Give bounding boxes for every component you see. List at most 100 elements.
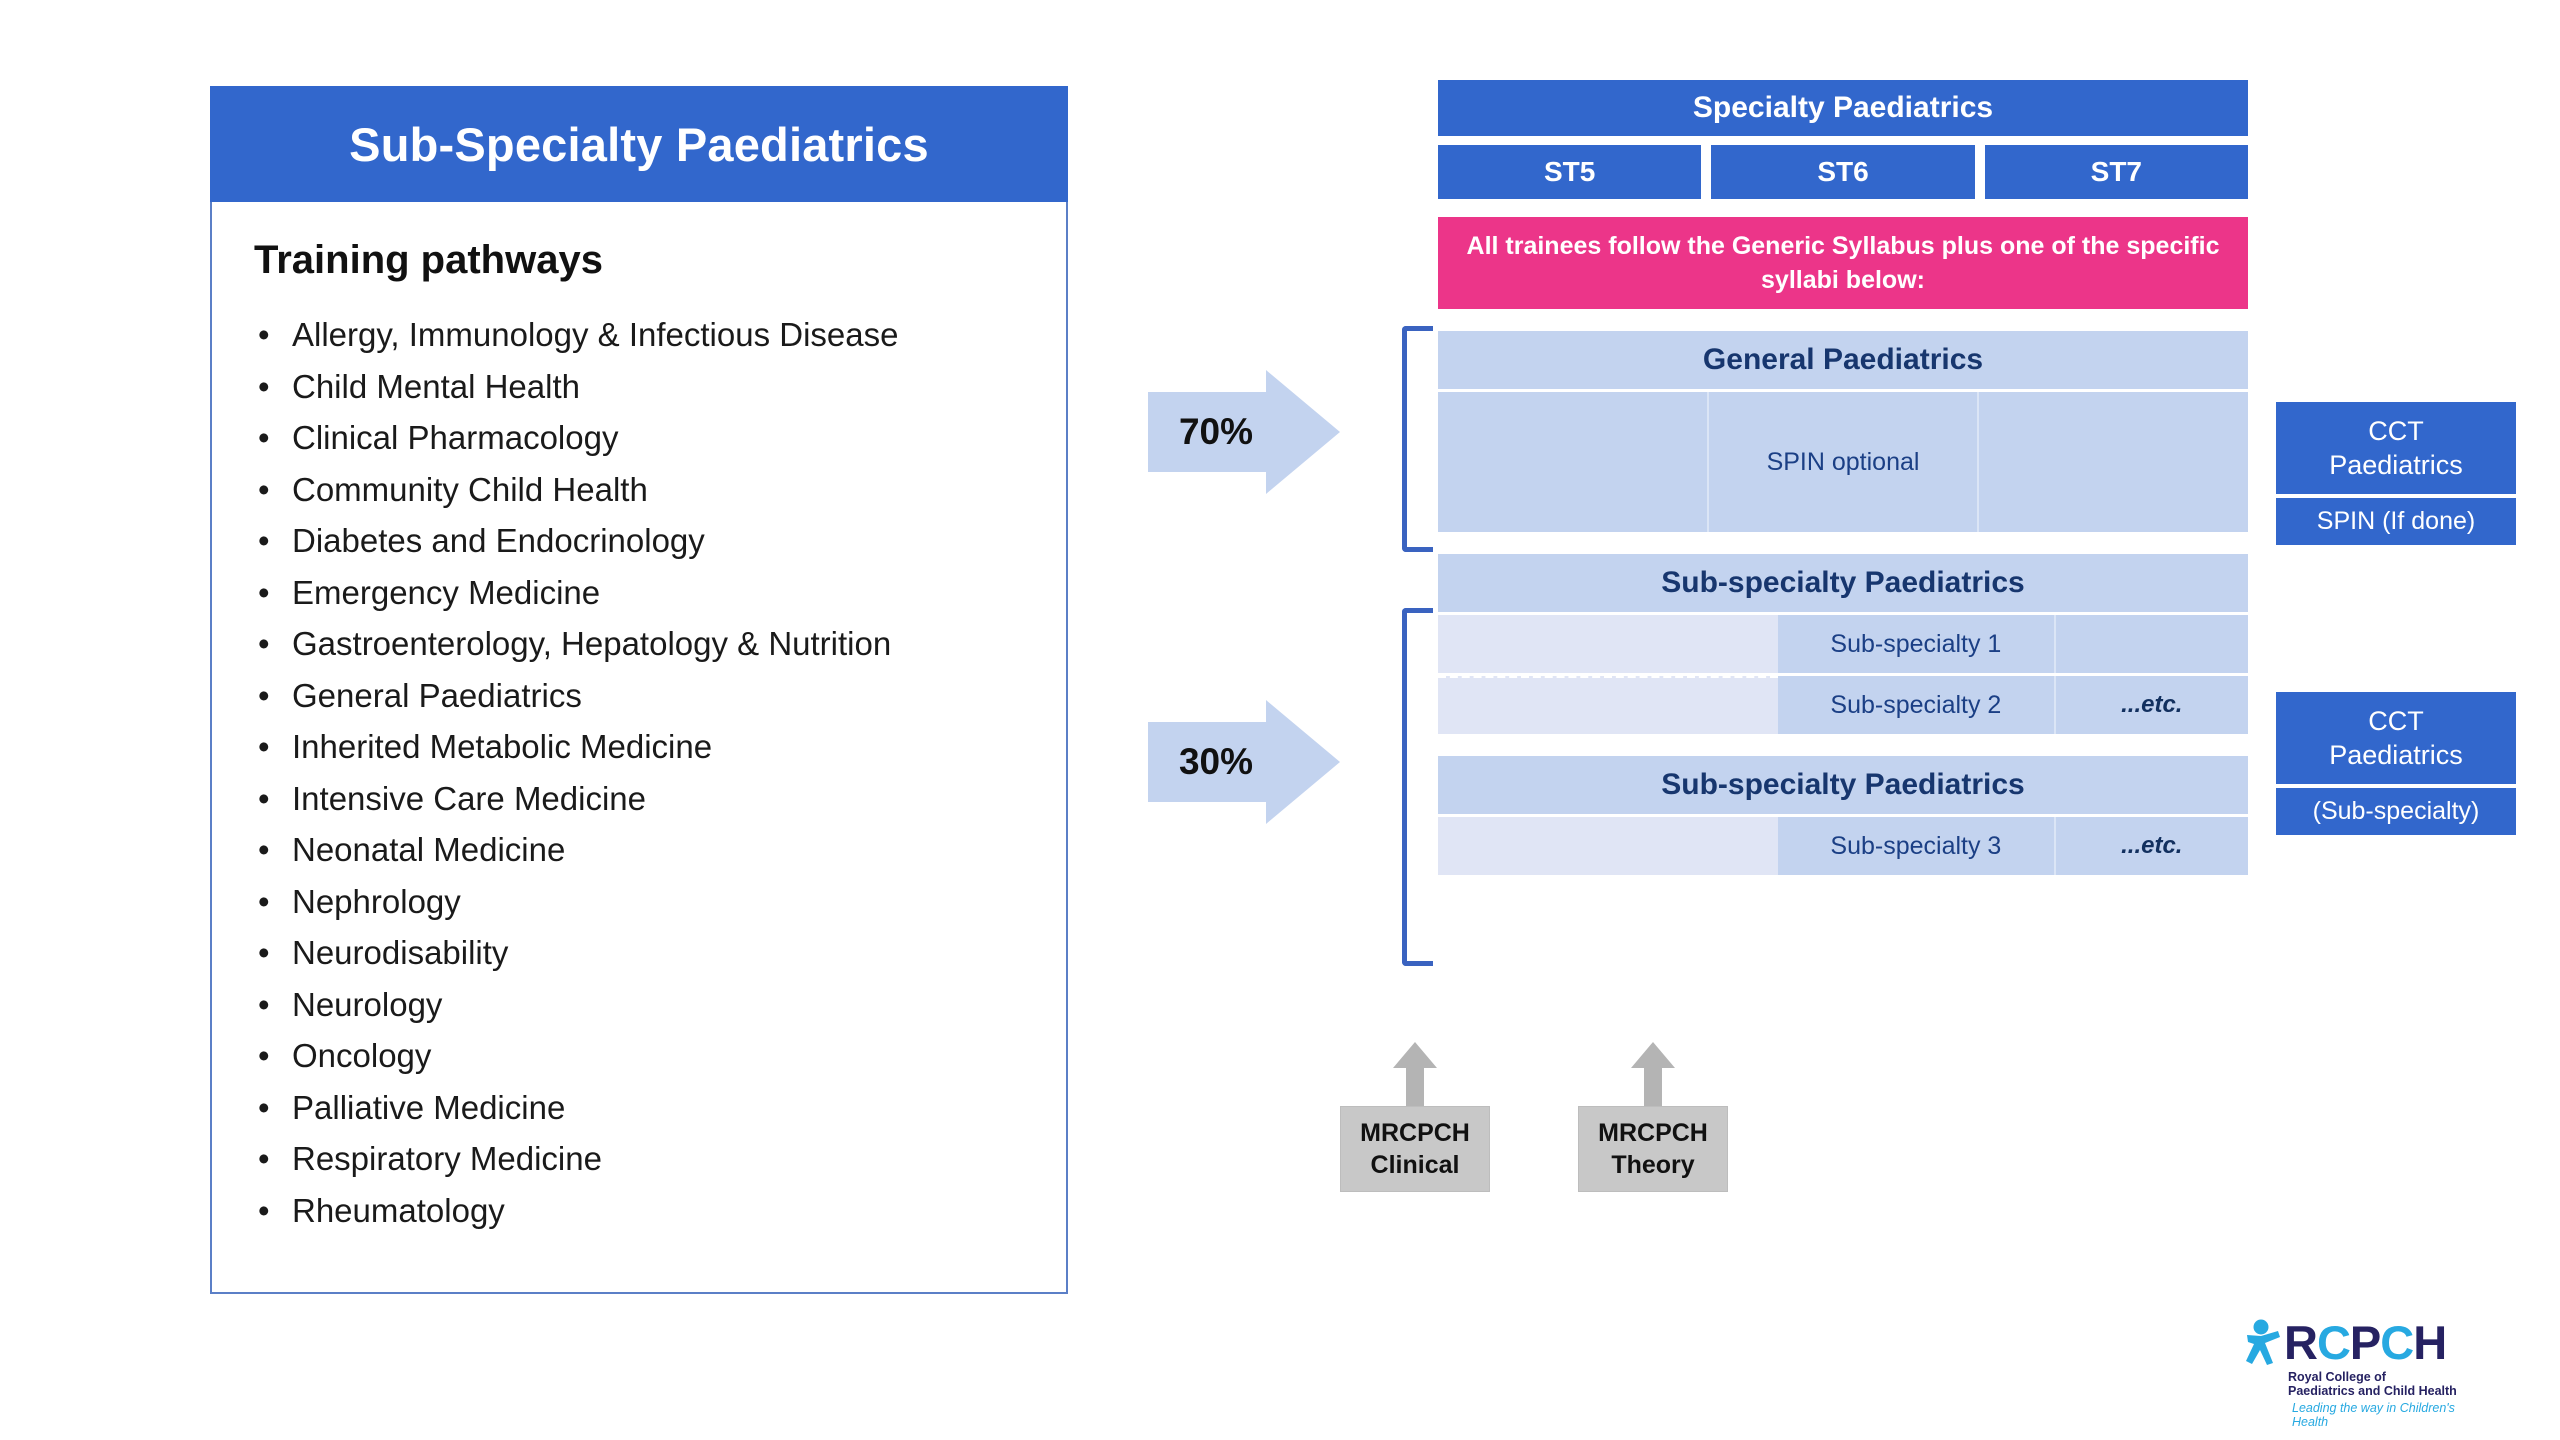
gp-col-left xyxy=(1438,392,1707,532)
bracket-30-percent xyxy=(1402,608,1433,966)
ss2-col-left xyxy=(1438,676,1779,734)
mrcpch-theory-marker: MRCPCH Theory xyxy=(1578,1042,1728,1192)
gp-col-right xyxy=(1979,392,2248,532)
list-item: •Community Child Health xyxy=(248,464,1026,516)
list-item: •Rheumatology xyxy=(248,1185,1026,1237)
list-item: • Neonatal Medicine xyxy=(248,824,1026,876)
subspecialty-paediatrics-header-1: Sub-specialty Paediatrics xyxy=(1438,554,2248,612)
bullet-icon: • xyxy=(258,728,270,765)
spin-if-done-box: SPIN (If done) xyxy=(2276,498,2516,545)
general-paediatrics-header: General Paediatrics xyxy=(1438,331,2248,389)
stage-st7: ST7 xyxy=(1984,145,2248,199)
pathway-label: Neurodisability xyxy=(292,934,509,971)
pathway-label: Emergency Medicine xyxy=(292,573,601,611)
ss2-etc: ...etc. xyxy=(2053,676,2248,734)
pathway-label: General Paediatrics xyxy=(292,676,582,714)
specialty-paediatrics-header: Specialty Paediatrics xyxy=(1438,80,2248,136)
training-pathways-list: • Allergy, Immunology & Infectious Diseas… xyxy=(248,309,1026,1236)
pathway-label: Neonatal Medicine xyxy=(292,831,566,868)
arrow-up-icon xyxy=(1578,1042,1728,1106)
subspecialty-row-2: Sub-specialty 2 ...etc. xyxy=(1438,674,2248,734)
bullet-icon: • xyxy=(258,316,270,353)
list-item: • Child Mental Health xyxy=(248,361,1026,413)
spacer xyxy=(1438,532,2248,554)
bullet-icon: • xyxy=(258,831,270,868)
cct-paediatrics-box-1: CCT Paediatrics xyxy=(2276,402,2516,494)
training-pathways-heading: Training pathways xyxy=(254,238,603,282)
ss3-col-left xyxy=(1438,817,1779,875)
list-item: •Palliative Medicine xyxy=(248,1082,1026,1134)
ss1-label: Sub-specialty 1 xyxy=(1778,615,2054,673)
subspecialty-row-1: Sub-specialty 1 xyxy=(1438,615,2248,673)
percentage-arrow-70: 70% xyxy=(1148,370,1340,494)
bullet-icon: • xyxy=(258,676,270,714)
mrcpch-clinical-marker: MRCPCH Clinical xyxy=(1340,1042,1490,1192)
bullet-icon: • xyxy=(258,470,270,508)
pathway-label: Gastroenterology, Hepatology & Nutrition xyxy=(292,625,892,662)
bullet-icon: • xyxy=(258,934,270,971)
rcpch-logo: R C P C H Royal College of Paediatrics a… xyxy=(2244,1318,2494,1429)
pathway-label: Child Mental Health xyxy=(292,367,580,405)
logo-name-line-1: Royal College of xyxy=(2288,1370,2386,1384)
bullet-icon: • xyxy=(258,779,270,817)
pathway-label: Diabetes and Endocrinology xyxy=(292,522,705,559)
list-item: • Clinical Pharmacology xyxy=(248,412,1026,464)
logo-letter-h: H xyxy=(2413,1315,2447,1369)
logo-letter-c1: C xyxy=(2316,1315,2351,1369)
bullet-icon: • xyxy=(258,1191,270,1229)
bullet-icon: • xyxy=(258,522,270,559)
list-item: • Allergy, Immunology & Infectious Diseas… xyxy=(248,309,1026,361)
cct-line-1: CCT xyxy=(2368,416,2424,446)
sub-specialty-note-box: (Sub-specialty) xyxy=(2276,788,2516,835)
ss3-label: Sub-specialty 3 xyxy=(1778,817,2054,875)
generic-syllabus-notice: All trainees follow the Generic Syllabus… xyxy=(1438,217,2248,309)
list-item: • Neurodisability xyxy=(248,927,1026,979)
panel-title: Sub-Specialty Paediatrics xyxy=(349,117,929,171)
spacer xyxy=(1438,734,2248,756)
pathway-label: Respiratory Medicine xyxy=(292,1140,602,1177)
bullet-icon: • xyxy=(258,367,270,405)
stage-st6: ST6 xyxy=(1711,145,1975,199)
cct-paediatrics-spin-group: CCT Paediatrics SPIN (If done) xyxy=(2276,402,2516,545)
cct-paediatrics-subspecialty-group: CCT Paediatrics (Sub-specialty) xyxy=(2276,692,2516,835)
mrcpch-line-2: Theory xyxy=(1611,1151,1695,1179)
list-item: •Respiratory Medicine xyxy=(248,1133,1026,1185)
panel-body: Training pathways • Allergy, Immunology &… xyxy=(212,202,1066,1236)
percentage-label-30: 30% xyxy=(1178,741,1254,782)
ss1-col-left xyxy=(1438,615,1779,673)
pathway-label: Allergy, Immunology & Infectious Disease xyxy=(292,316,899,353)
list-item: • Nephrology xyxy=(248,876,1026,928)
arrow-right-icon xyxy=(1148,700,1340,824)
training-structure-diagram: Specialty Paediatrics ST5 ST6 ST7 All tr… xyxy=(1148,80,2516,966)
cct-line-2: Paediatrics xyxy=(2329,450,2463,480)
sub-specialty-paediatrics-panel: Sub-Specialty Paediatrics Training pathw… xyxy=(210,86,1068,1294)
dashed-divider xyxy=(1438,674,1779,678)
percentage-label-70: 70% xyxy=(1178,411,1254,452)
mrcpch-line-1: MRCPCH xyxy=(1598,1119,1708,1147)
logo-wordmark: R C P C H xyxy=(2244,1318,2494,1366)
list-item: • General Paediatrics xyxy=(248,670,1026,722)
cct-line-1: CCT xyxy=(2368,706,2424,736)
list-item: •Gastroenterology, Hepatology & Nutritio… xyxy=(248,618,1026,670)
bracket-70-percent xyxy=(1402,326,1433,552)
cct-line-2: Paediatrics xyxy=(2329,740,2463,770)
logo-name: Royal College of Paediatrics and Child H… xyxy=(2288,1370,2494,1398)
mrcpch-line-2: Clinical xyxy=(1370,1151,1460,1179)
pathway-label: Inherited Metabolic Medicine xyxy=(292,728,713,765)
pathway-label: Palliative Medicine xyxy=(292,1088,566,1126)
bullet-icon: • xyxy=(258,573,270,611)
pathway-label: Nephrology xyxy=(292,882,461,920)
list-item: • Inherited Metabolic Medicine xyxy=(248,721,1026,773)
bullet-icon: • xyxy=(258,1037,270,1074)
pathway-label: Clinical Pharmacology xyxy=(292,419,619,456)
bullet-icon: • xyxy=(258,419,270,456)
general-paediatrics-body: SPIN optional xyxy=(1438,392,2248,532)
bullet-icon: • xyxy=(258,882,270,920)
list-item: • Emergency Medicine xyxy=(248,567,1026,619)
percentage-arrow-30: 30% xyxy=(1148,700,1340,824)
list-item: • Diabetes and Endocrinology xyxy=(248,515,1026,567)
pathway-label: Neurology xyxy=(292,985,443,1023)
arrow-right-icon xyxy=(1148,370,1340,494)
subspecialty-paediatrics-header-2: Sub-specialty Paediatrics xyxy=(1438,756,2248,814)
